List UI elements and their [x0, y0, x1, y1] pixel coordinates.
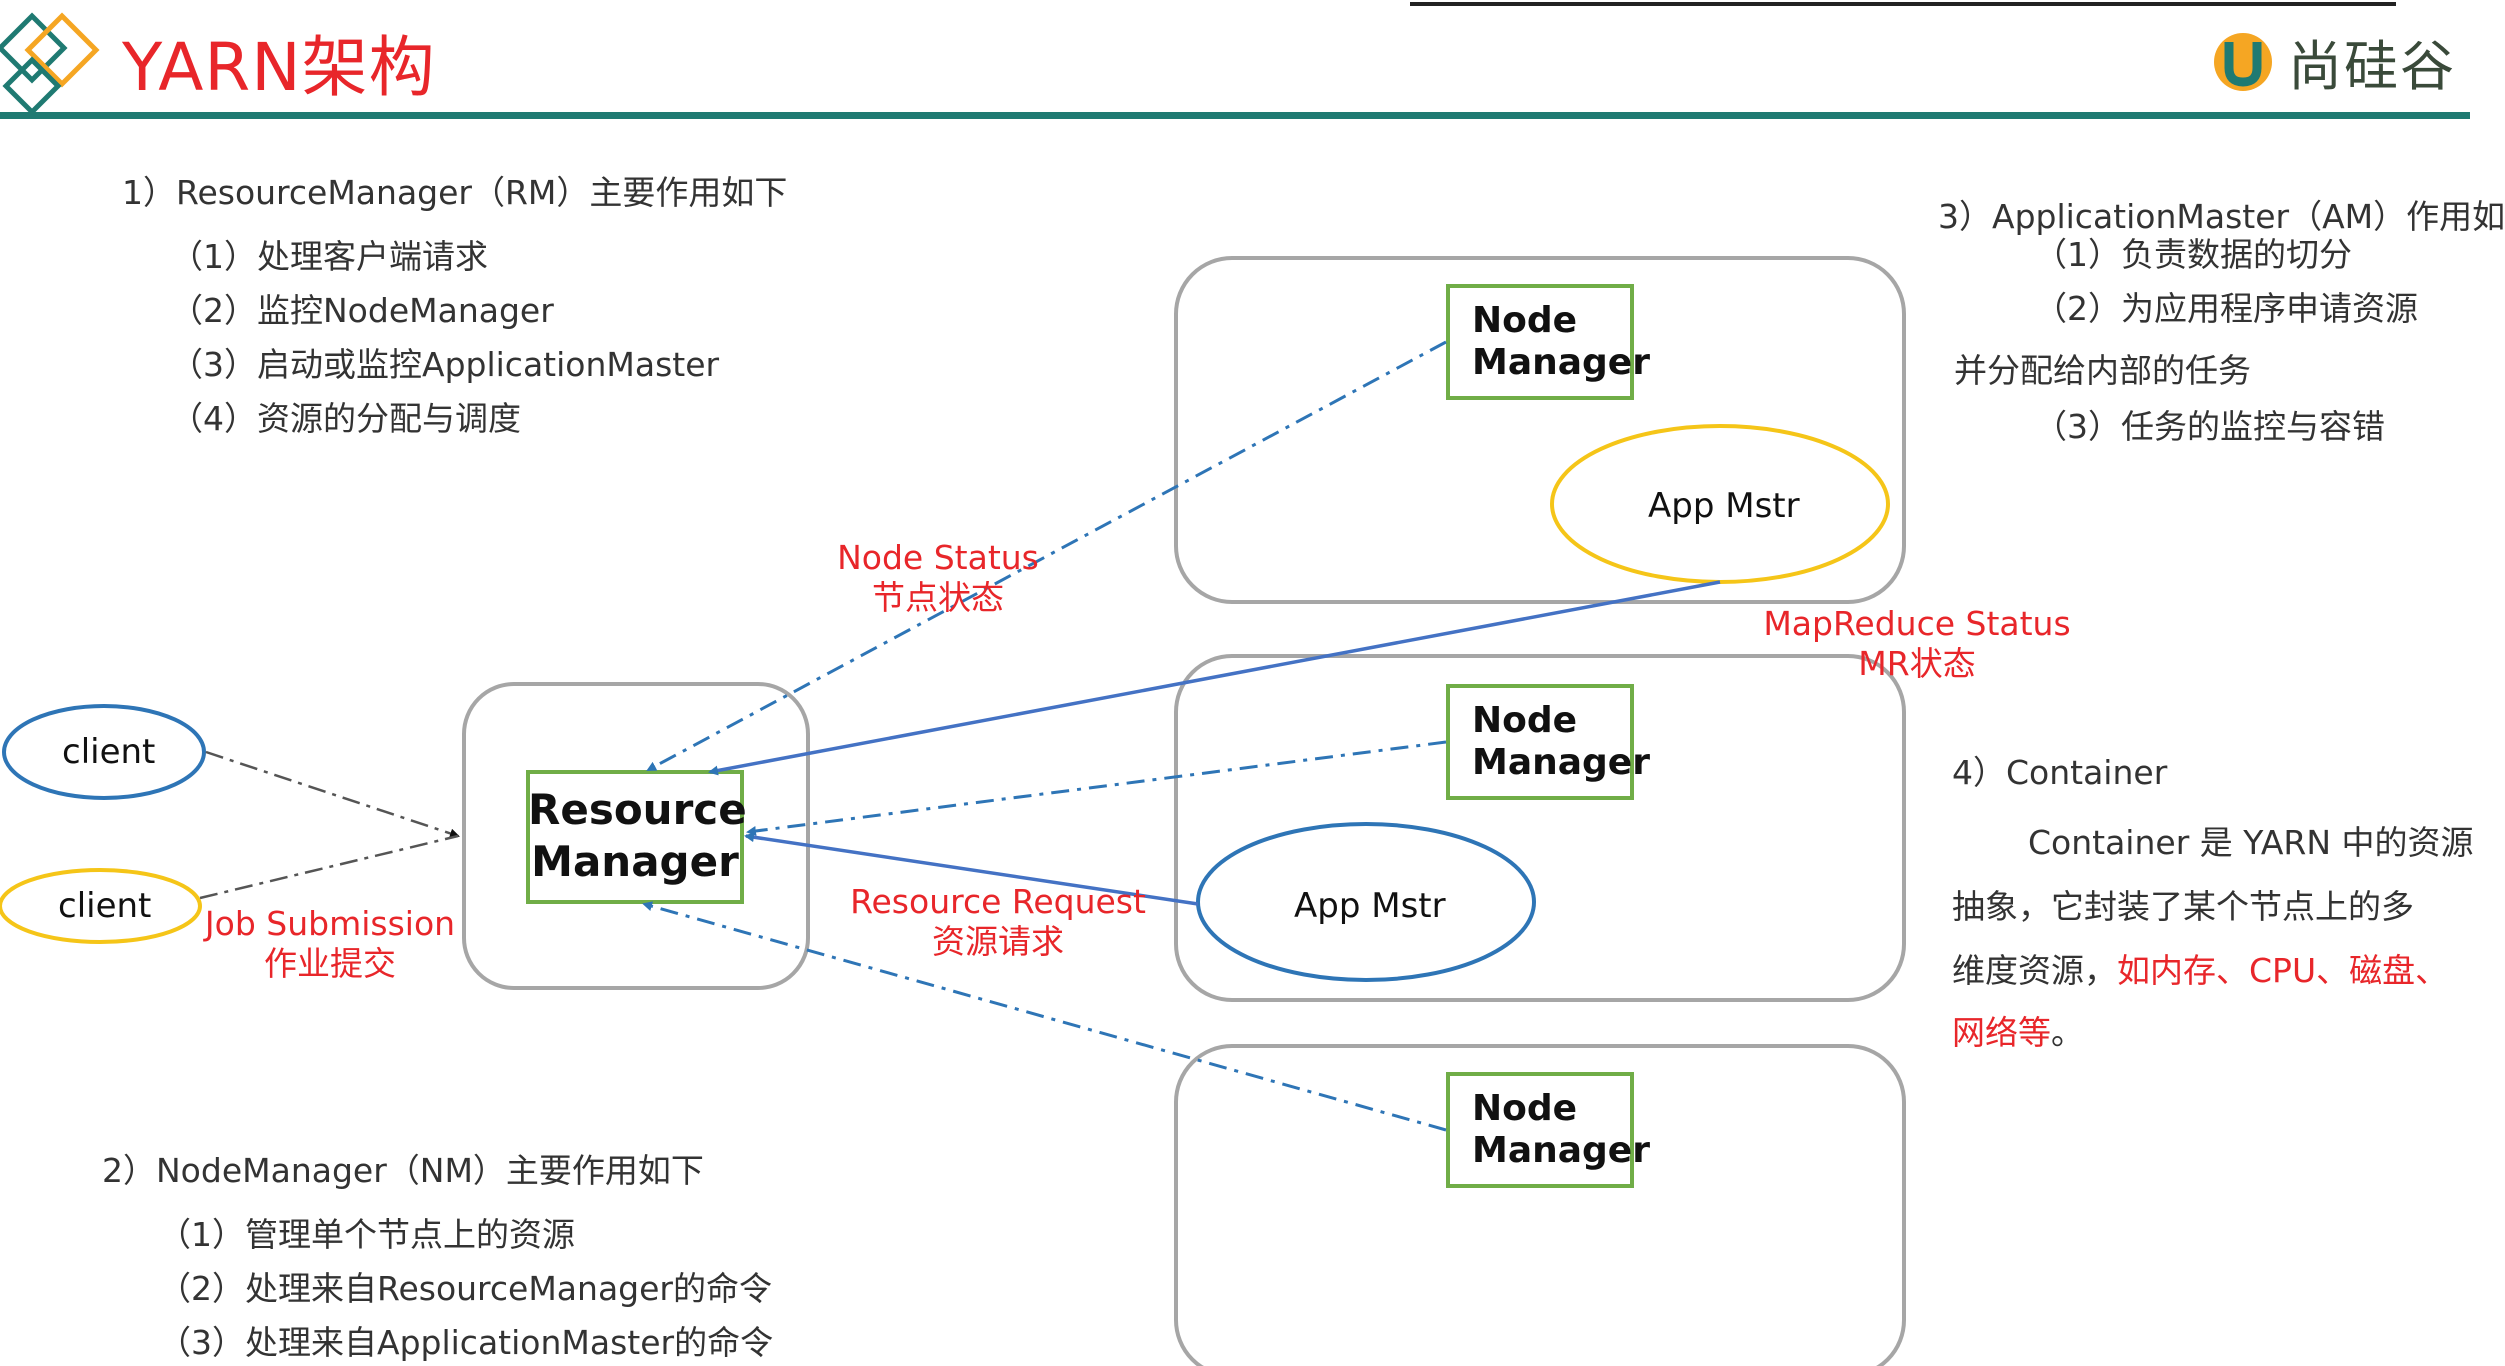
page-title: YARN架构 — [122, 29, 436, 106]
container-highlight: 如内存、CPU、磁盘、 — [2117, 951, 2449, 990]
mapreduce-status-line — [708, 580, 1721, 776]
label-line: 作业提交 — [264, 944, 396, 983]
nm-label-line: Manager — [1472, 742, 1650, 783]
container-highlight: 网络等 — [1952, 1013, 2051, 1052]
nm-label-line: Node — [1472, 700, 1578, 741]
resource-manager-label: Resource Manager — [528, 784, 747, 888]
label-line: 节点状态 — [872, 578, 1004, 617]
node-status-label: Node Status 节点状态 — [822, 538, 1054, 618]
node-manager-box-2 — [1446, 684, 1634, 800]
node-manager-box-3 — [1446, 1072, 1634, 1188]
container-line: Container 是 YARN 中的资源 — [2028, 823, 2474, 862]
resource-request-line — [744, 832, 1199, 906]
nm-label-line: Node — [1472, 1088, 1578, 1129]
am-item: （1）负责数据的切分 — [2034, 235, 2352, 274]
resource-manager-box — [526, 770, 744, 904]
container-text: 。 — [2051, 1013, 2084, 1052]
label-line: Node Status — [837, 538, 1039, 577]
label-line: MapReduce Status — [1763, 604, 2071, 643]
rm-item: （3）启动或监控ApplicationMaster — [170, 345, 720, 384]
app-master-label-2: App Mstr — [1294, 886, 1446, 926]
header-top-rule — [1410, 2, 2396, 6]
node-manager-label-3: Node Manager — [1472, 1088, 1650, 1172]
nm-label-line: Node — [1472, 300, 1578, 341]
node-status-line-3 — [642, 901, 1447, 1132]
job-submission-line-2 — [199, 834, 459, 900]
node-manager-box-1 — [1446, 284, 1634, 400]
container-line: 网络等。 — [1952, 1006, 2084, 1054]
am-heading: 3）ApplicationMaster（AM）作用如 — [1938, 197, 2505, 236]
node-manager-label-2: Node Manager — [1472, 700, 1650, 784]
app-master-oval-2 — [1196, 822, 1536, 982]
label-line: Job Submission — [204, 904, 456, 943]
container-text: 维度资源， — [1952, 951, 2117, 990]
nm-item: （2）处理来自ResourceManager的命令 — [158, 1269, 772, 1308]
rm-container — [462, 682, 810, 990]
header-rule — [0, 112, 2470, 119]
container-heading: 4）Container — [1952, 753, 2168, 792]
brand-logo-icon — [2214, 33, 2272, 91]
rm-item: （1）处理客户端请求 — [170, 237, 488, 276]
nm-heading: 2）NodeManager（NM）主要作用如下 — [102, 1151, 704, 1190]
nm-item: （1）管理单个节点上的资源 — [158, 1215, 575, 1254]
rm-item: （2）监控NodeManager — [170, 291, 554, 330]
am-item: （3）任务的监控与容错 — [2034, 407, 2385, 446]
resource-request-label: Resource Request 资源请求 — [840, 882, 1156, 962]
nm-label-line: Manager — [1472, 342, 1650, 383]
container-line: 维度资源，如内存、CPU、磁盘、 — [1952, 944, 2448, 992]
node-manager-label-1: Node Manager — [1472, 300, 1650, 384]
container-line: 抽象，它封装了某个节点上的多 — [1952, 887, 2414, 926]
node-status-line-2 — [746, 740, 1447, 836]
node-container-3 — [1174, 1044, 1906, 1366]
label-line: Resource Request — [850, 882, 1146, 921]
app-master-label-1: App Mstr — [1648, 486, 1800, 526]
rm-item: （4）资源的分配与调度 — [170, 399, 521, 438]
node-container-1 — [1174, 256, 1906, 604]
client-label-2: client — [58, 886, 152, 926]
mapreduce-status-label: MapReduce Status MR状态 — [1754, 604, 2080, 684]
am-item: 并分配给内部的任务 — [1954, 351, 2251, 390]
brand-name: 尚硅谷 — [2288, 35, 2456, 98]
job-submission-line-1 — [205, 750, 460, 839]
rm-label-line: Manager — [531, 837, 739, 886]
rm-heading: 1）ResourceManager（RM）主要作用如下 — [122, 173, 788, 212]
client-label-1: client — [62, 732, 156, 772]
nm-item: （3）处理来自ApplicationMaster的命令 — [158, 1323, 774, 1362]
nm-label-line: Manager — [1472, 1130, 1650, 1171]
client-oval-1 — [2, 704, 206, 800]
label-line: 资源请求 — [932, 922, 1064, 961]
job-submission-label: Job Submission 作业提交 — [196, 904, 464, 984]
client-oval-2 — [0, 868, 202, 944]
am-item: （2）为应用程序申请资源 — [2034, 289, 2418, 328]
label-line: MR状态 — [1858, 644, 1976, 683]
node-container-2 — [1174, 654, 1906, 1002]
rm-label-line: Resource — [528, 785, 747, 834]
